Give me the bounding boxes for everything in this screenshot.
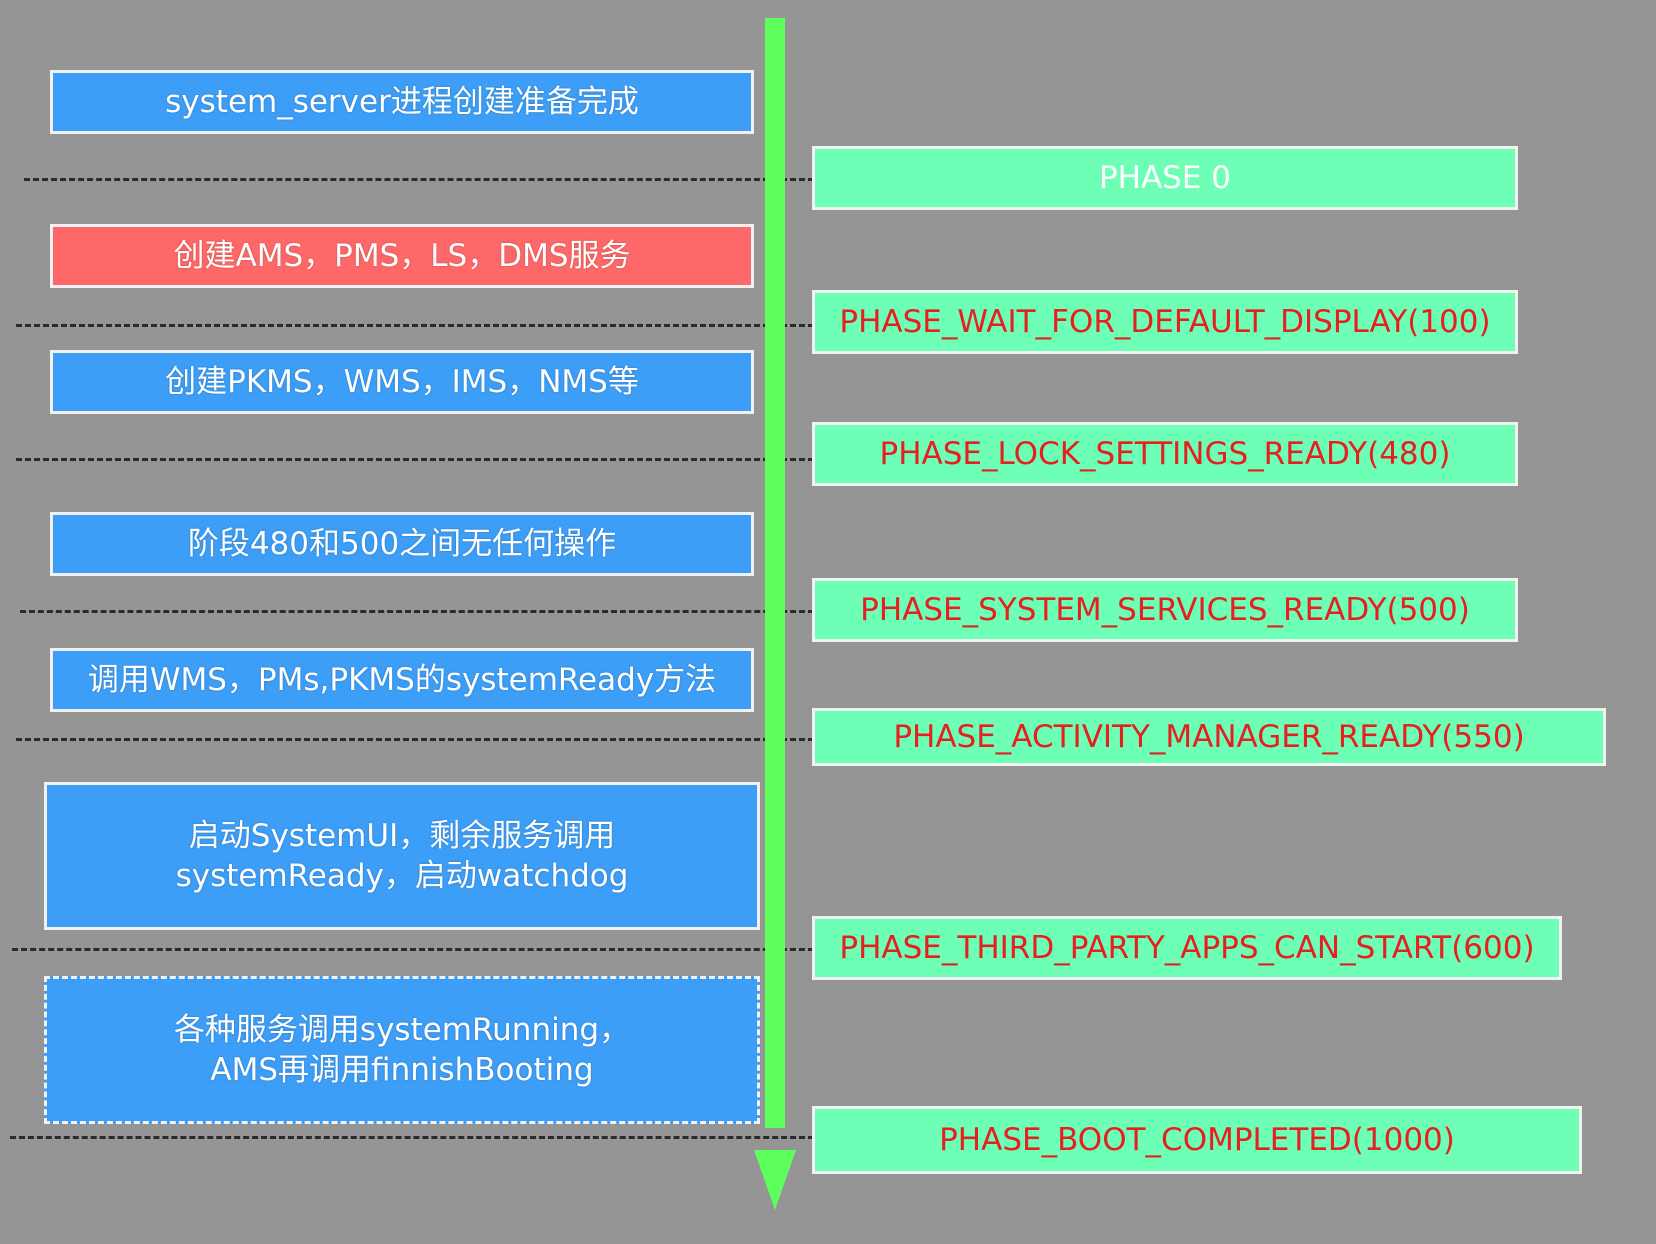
phase-divider-480 xyxy=(16,458,814,461)
phase-divider-0 xyxy=(24,178,814,181)
step-label: 阶段480和500之间无任何操作 xyxy=(187,526,617,562)
step-create-ams-pms: 创建AMS，PMS，LS，DMS服务 xyxy=(50,224,754,288)
step-label: 各种服务调用systemRunning，AMS再调用finnishBooting xyxy=(173,1012,631,1088)
step-label: 创建AMS，PMS，LS，DMS服务 xyxy=(173,238,631,274)
phase-lock-settings-ready-box: PHASE_LOCK_SETTINGS_READY(480) xyxy=(812,422,1518,486)
step-create-pkms-wms: 创建PKMS，WMS，IMS，NMS等 xyxy=(50,350,754,414)
timeline-arrow-head xyxy=(754,1150,796,1210)
step-system-running: 各种服务调用systemRunning，AMS再调用finnishBooting xyxy=(44,976,760,1124)
step-call-system-ready: 调用WMS，PMs,PKMS的systemReady方法 xyxy=(50,648,754,712)
phase-third-party-apps-can-start-box: PHASE_THIRD_PARTY_APPS_CAN_START(600) xyxy=(812,916,1562,980)
phase-system-services-ready-box: PHASE_SYSTEM_SERVICES_READY(500) xyxy=(812,578,1518,642)
step-start-systemui: 启动SystemUI，剩余服务调用systemReady，启动watchdog xyxy=(44,782,760,930)
step-system-server-ready: system_server进程创建准备完成 xyxy=(50,70,754,134)
phase-0-box: PHASE 0 xyxy=(812,146,1518,210)
step-label: 创建PKMS，WMS，IMS，NMS等 xyxy=(165,364,639,400)
phase-label: PHASE_LOCK_SETTINGS_READY(480) xyxy=(879,436,1451,472)
phase-activity-manager-ready-box: PHASE_ACTIVITY_MANAGER_READY(550) xyxy=(812,708,1606,766)
phase-boot-completed-box: PHASE_BOOT_COMPLETED(1000) xyxy=(812,1106,1582,1174)
phase-divider-1000 xyxy=(10,1136,814,1139)
phase-divider-600 xyxy=(12,948,814,951)
step-no-operation: 阶段480和500之间无任何操作 xyxy=(50,512,754,576)
phase-label: PHASE_THIRD_PARTY_APPS_CAN_START(600) xyxy=(839,930,1535,966)
step-label: 启动SystemUI，剩余服务调用systemReady，启动watchdog xyxy=(175,818,629,894)
phase-label: PHASE_BOOT_COMPLETED(1000) xyxy=(939,1122,1455,1158)
phase-wait-for-default-display-box: PHASE_WAIT_FOR_DEFAULT_DISPLAY(100) xyxy=(812,290,1518,354)
phase-label: PHASE_WAIT_FOR_DEFAULT_DISPLAY(100) xyxy=(839,304,1491,340)
phase-divider-550 xyxy=(16,738,814,741)
timeline-arrow-shaft xyxy=(765,18,785,1128)
step-label: system_server进程创建准备完成 xyxy=(165,84,639,120)
phase-label: PHASE_ACTIVITY_MANAGER_READY(550) xyxy=(893,719,1525,755)
phase-divider-100 xyxy=(16,324,814,327)
phase-label: PHASE_SYSTEM_SERVICES_READY(500) xyxy=(860,592,1470,628)
phase-label: PHASE 0 xyxy=(1098,160,1232,196)
phase-divider-500 xyxy=(20,610,814,613)
step-label: 调用WMS，PMs,PKMS的systemReady方法 xyxy=(87,662,717,698)
